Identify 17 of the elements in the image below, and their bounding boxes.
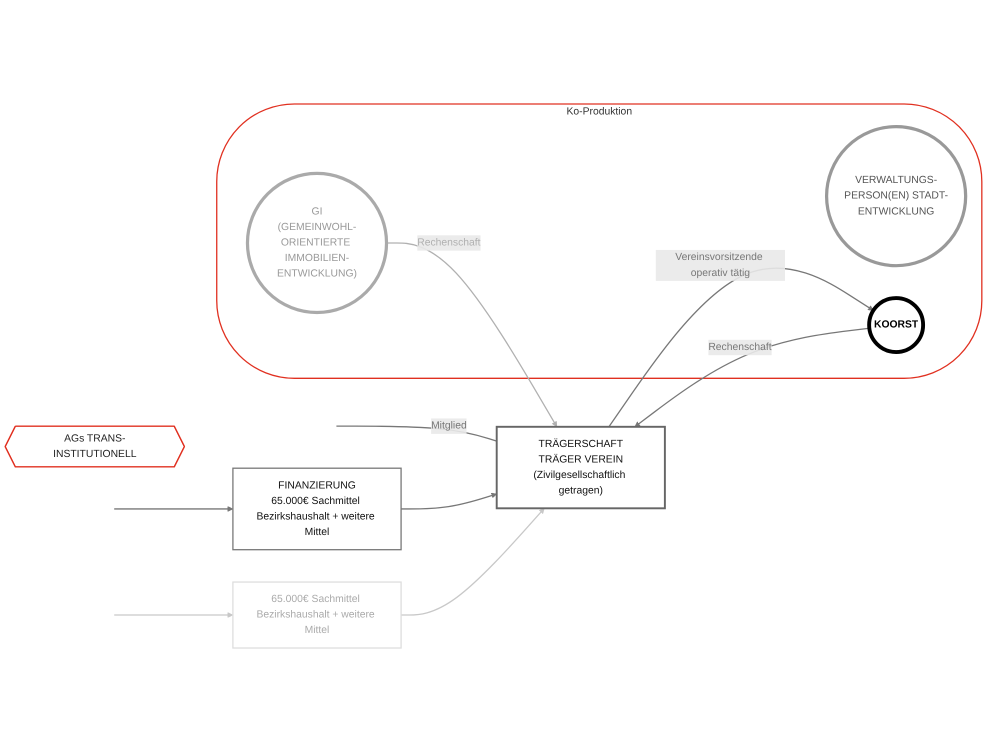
- arrow: [386, 242, 558, 428]
- node-circle: GI (GEMEINWOHL-ORIENTIERTE IMMOBILIEN-ENTWICKLUNG): [246, 172, 388, 314]
- edge-label: Mitglied: [431, 420, 467, 432]
- arrow: [401, 492, 497, 510]
- arrow: [114, 506, 234, 512]
- node-circle: VERWALTUNGS-PERSON(EN) STADT-ENTWICKLUNG: [824, 125, 968, 268]
- edge-label: Rechenschaft: [417, 237, 481, 248]
- arrow: [634, 328, 870, 428]
- edge-label: Vereinsvorsitzende operativ tätig: [675, 252, 763, 278]
- node-circle: KOORST: [867, 296, 926, 354]
- node-box: 65.000€ Sachmittel Bezirkshaushalt + weitere Mittel: [232, 581, 402, 649]
- node-box: FINANZIERUNG 65.000€ Sachmittel Bezirkshaushalt + weitere Mittel: [232, 468, 402, 550]
- arrow: [608, 268, 874, 428]
- arrow: [401, 508, 545, 616]
- edge-label: Rechenschaft: [708, 342, 772, 353]
- node-box: TRÄGERSCHAFT TRÄGER VEREIN (Zivilgesellschaftlich getragen): [496, 426, 666, 510]
- arrow: [114, 612, 234, 618]
